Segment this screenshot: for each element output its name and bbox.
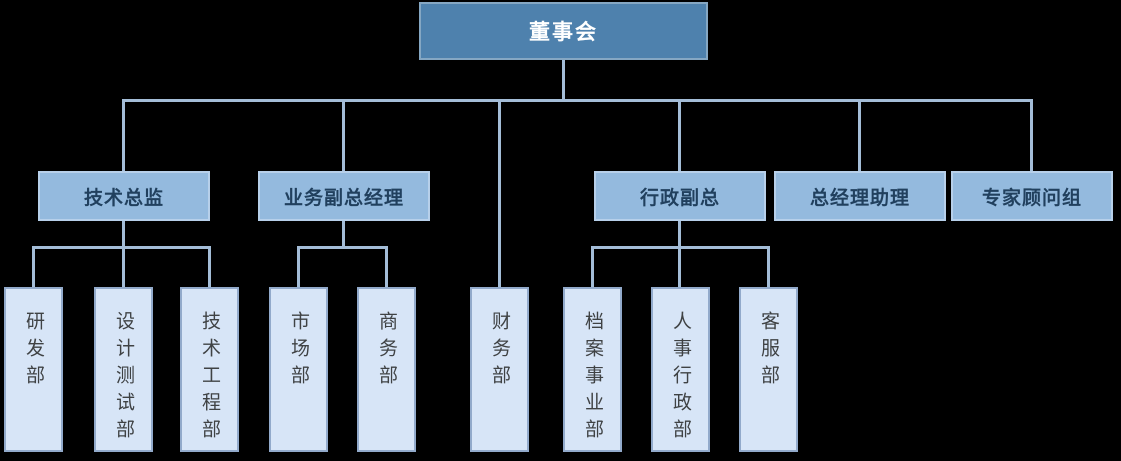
node-rnd-dept[interactable]: 研发部 (4, 287, 63, 452)
node-commerce-dept-label: 商务部 (376, 311, 397, 392)
connector-tech-branch (32, 246, 211, 249)
node-marketing-dept[interactable]: 市场部 (269, 287, 328, 452)
connector-main-horizontal (122, 99, 1033, 102)
node-gm-assistant-label: 总经理助理 (809, 187, 910, 209)
node-gm-assistant[interactable]: 总经理助理 (774, 171, 946, 221)
node-admin-deputy-gm[interactable]: 行政副总 (594, 171, 766, 221)
connector-drop-gm-assistant (858, 99, 861, 171)
node-design-testing-dept[interactable]: 设计测试部 (94, 287, 153, 452)
node-technical-director[interactable]: 技术总监 (38, 171, 210, 221)
connector-drop-archives (591, 246, 594, 287)
connector-drop-commerce (385, 246, 388, 287)
node-admin-deputy-gm-label: 行政副总 (639, 187, 720, 209)
connector-drop-business (342, 99, 345, 171)
connector-drop-admin (678, 99, 681, 171)
node-design-testing-dept-label: 设计测试部 (113, 311, 134, 446)
node-business-deputy-gm-label: 业务副总经理 (283, 187, 404, 209)
node-finance-dept-label: 财务部 (489, 311, 510, 392)
node-business-deputy-gm[interactable]: 业务副总经理 (258, 171, 430, 221)
connector-drop-tech (122, 99, 125, 171)
connector-drop-design (122, 246, 125, 287)
node-finance-dept[interactable]: 财务部 (470, 287, 529, 452)
node-customer-service-dept[interactable]: 客服部 (739, 287, 798, 452)
node-expert-advisory-group-label: 专家顾问组 (981, 187, 1082, 209)
node-tech-engineering-dept[interactable]: 技术工程部 (180, 287, 239, 452)
node-tech-engineering-dept-label: 技术工程部 (199, 311, 220, 446)
connector-tech-down (122, 221, 125, 249)
node-customer-service-dept-label: 客服部 (758, 311, 779, 392)
node-archives-dept[interactable]: 档案事业部 (563, 287, 622, 452)
node-board-of-directors-label: 董事会 (529, 21, 598, 44)
connector-drop-rnd (32, 246, 35, 287)
node-technical-director-label: 技术总监 (83, 187, 164, 209)
connector-admin-down (678, 221, 681, 249)
connector-drop-hr (678, 246, 681, 287)
node-board-of-directors[interactable]: 董事会 (419, 2, 708, 60)
node-archives-dept-label: 档案事业部 (582, 311, 603, 446)
connector-drop-marketing (297, 246, 300, 287)
connector-drop-finance (498, 99, 501, 287)
node-commerce-dept[interactable]: 商务部 (357, 287, 416, 452)
node-hr-admin-dept-label: 人事行政部 (670, 311, 691, 446)
connector-drop-cs (767, 246, 770, 287)
connector-drop-tech-eng (208, 246, 211, 287)
connector-drop-expert (1030, 99, 1033, 171)
connector-root-drop (562, 60, 565, 99)
connector-business-down (342, 221, 345, 249)
node-expert-advisory-group[interactable]: 专家顾问组 (951, 171, 1113, 221)
node-hr-admin-dept[interactable]: 人事行政部 (651, 287, 710, 452)
node-rnd-dept-label: 研发部 (23, 311, 44, 392)
node-marketing-dept-label: 市场部 (288, 311, 309, 392)
connector-business-branch (297, 246, 388, 249)
